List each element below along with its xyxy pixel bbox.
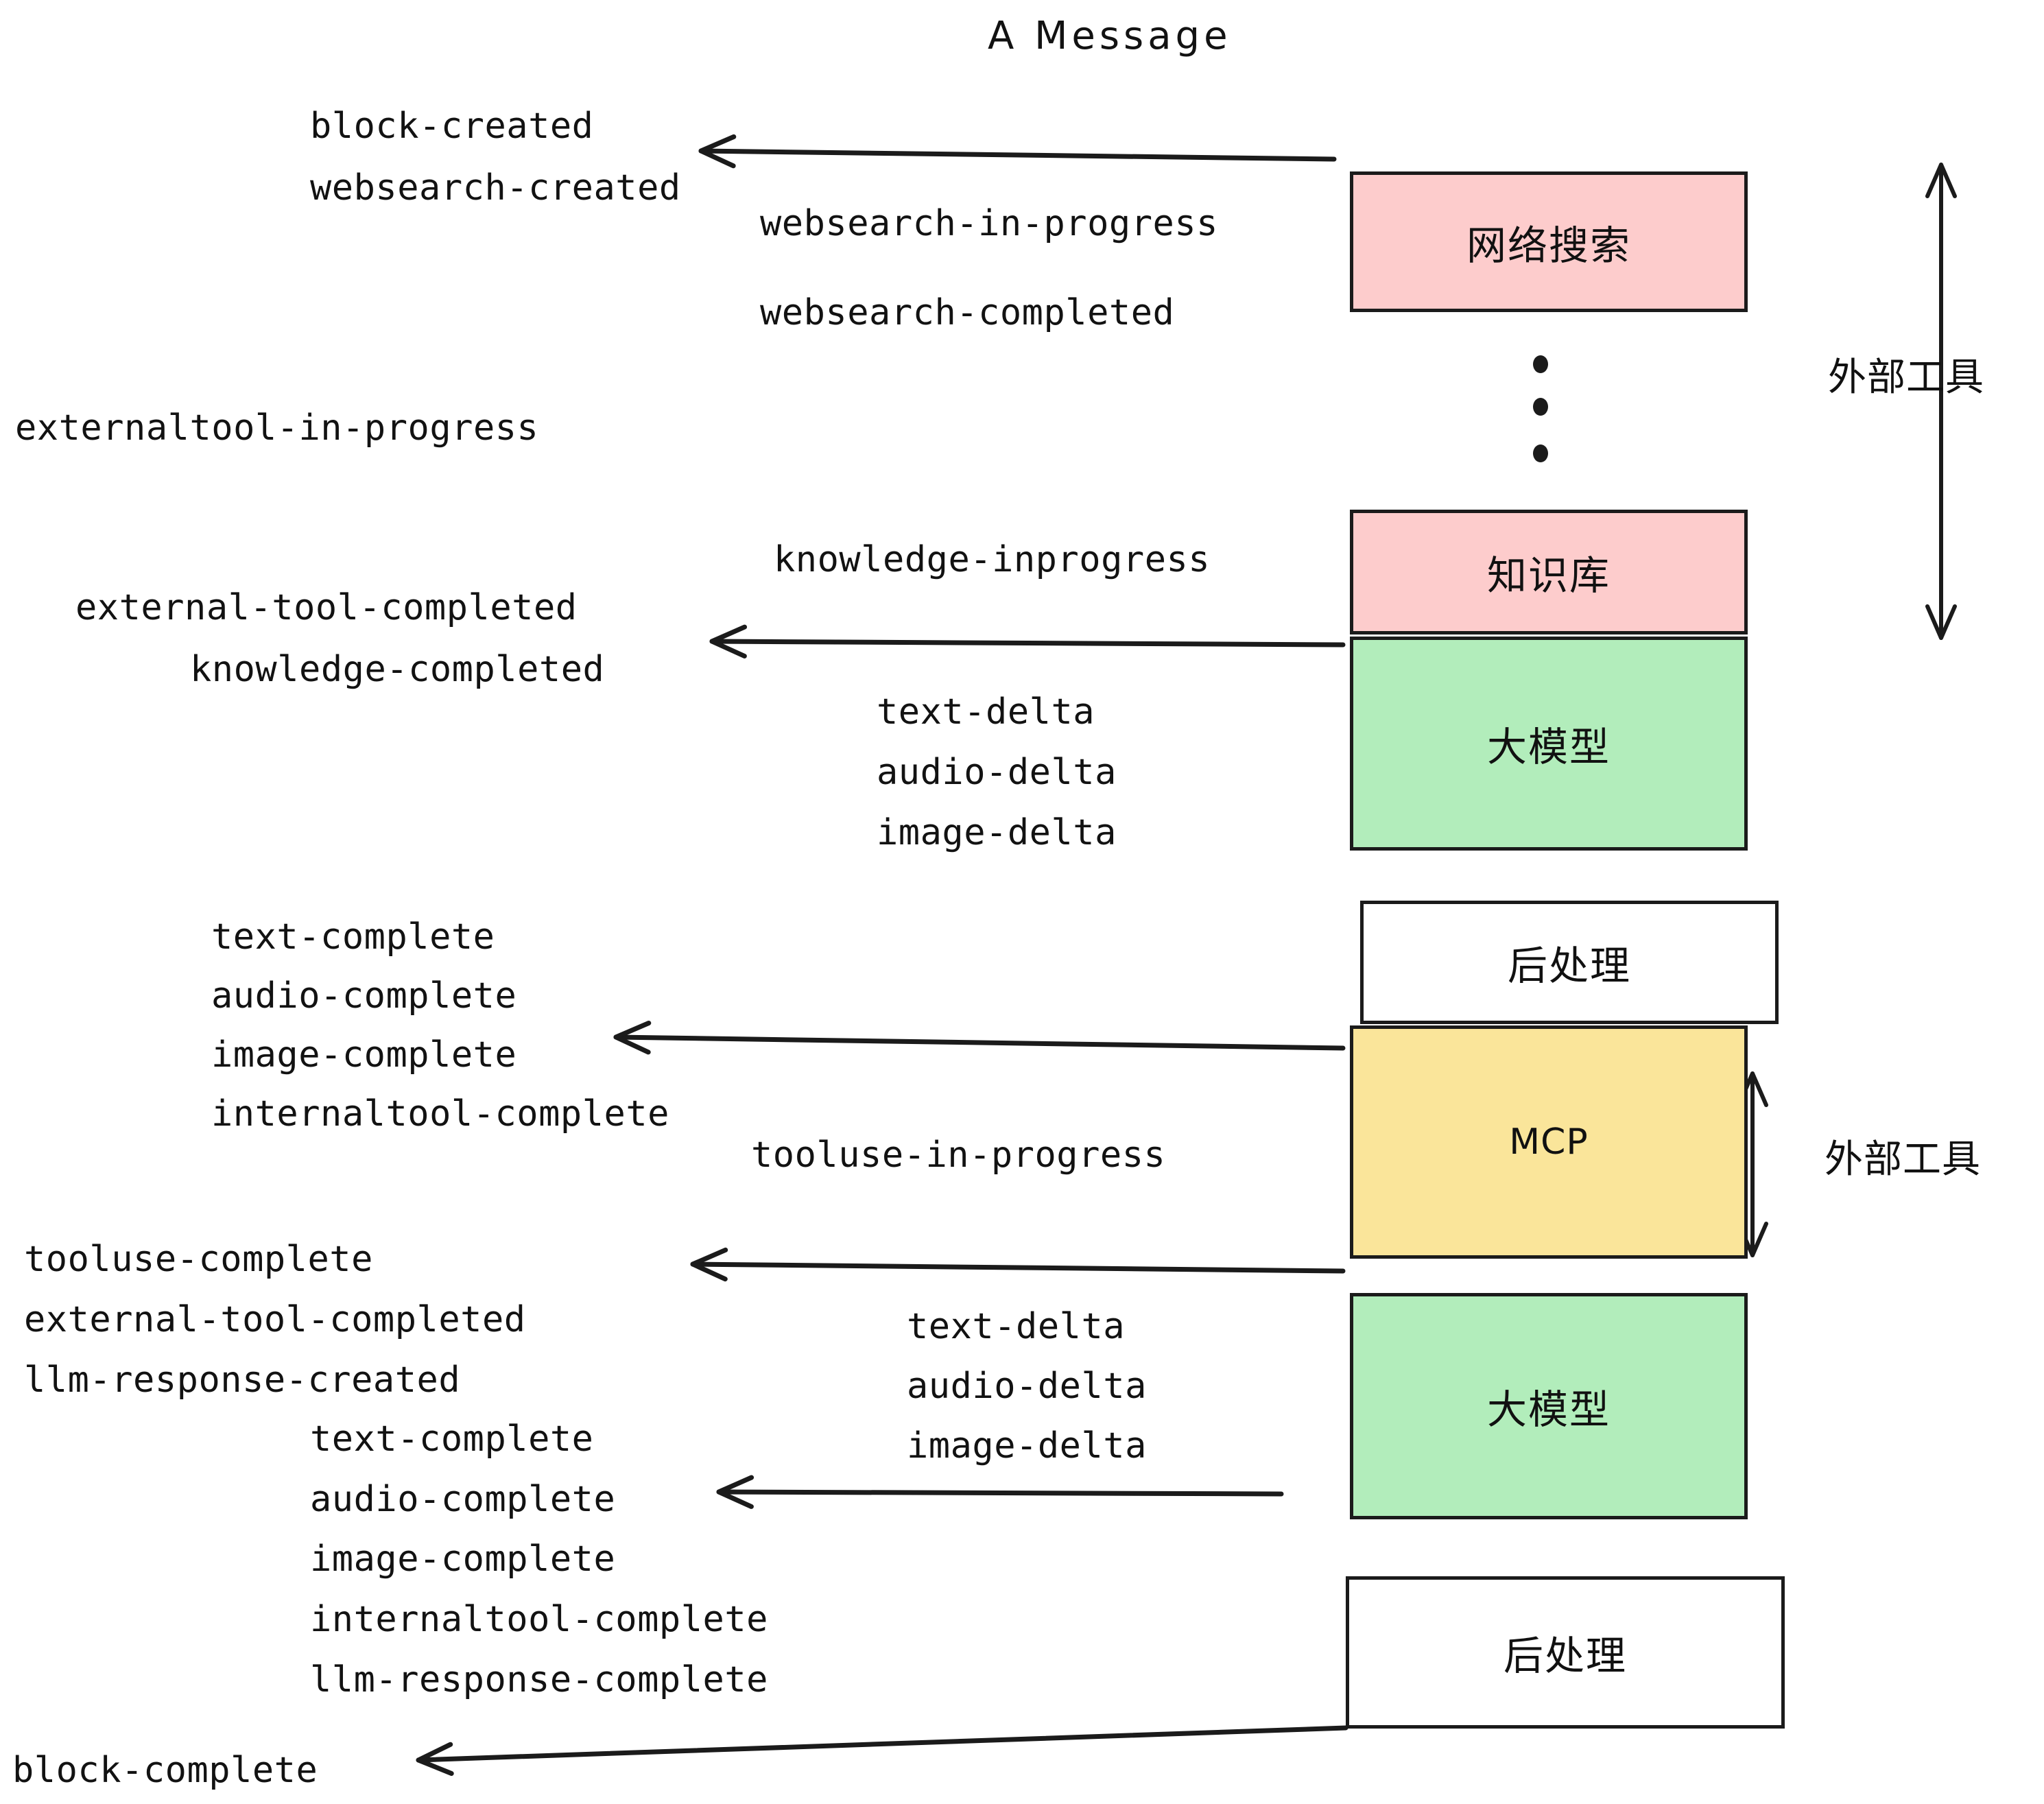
node-box-label: 后处理 bbox=[1507, 942, 1631, 989]
event-label: block-created bbox=[310, 106, 594, 147]
node-box-llm-bottom: 大模型 bbox=[1350, 1293, 1748, 1519]
side-label-external-tools-bottom: 外部工具 bbox=[1825, 1137, 1981, 1182]
event-label: image-delta bbox=[907, 1425, 1147, 1467]
event-label: internaltool-complete bbox=[310, 1599, 768, 1640]
event-label: audio-complete bbox=[211, 975, 517, 1017]
event-label: knowledge-completed bbox=[190, 649, 605, 690]
side-label-external-tools-top: 外部工具 bbox=[1828, 355, 1984, 400]
node-box-post-bottom: 后处理 bbox=[1346, 1576, 1785, 1729]
node-box-post-top: 后处理 bbox=[1360, 901, 1779, 1024]
node-box-label: 大模型 bbox=[1486, 1386, 1611, 1433]
event-label: text-complete bbox=[211, 916, 495, 958]
event-label: image-complete bbox=[310, 1539, 616, 1580]
event-label: text-delta bbox=[877, 691, 1095, 733]
ellipsis-dot-1 bbox=[1533, 355, 1548, 373]
event-label: audio-delta bbox=[877, 752, 1117, 793]
event-label: websearch-in-progress bbox=[760, 203, 1218, 244]
block-created-arrow bbox=[698, 134, 1337, 169]
event-label: llm-response-complete bbox=[310, 1659, 768, 1700]
event-label: websearch-created bbox=[310, 167, 681, 209]
event-label: internaltool-complete bbox=[211, 1093, 669, 1135]
node-box-label: MCP bbox=[1509, 1121, 1589, 1163]
event-label: tooluse-complete bbox=[24, 1239, 373, 1280]
node-box-llm-top: 大模型 bbox=[1350, 637, 1748, 851]
event-label: audio-complete bbox=[310, 1479, 616, 1520]
event-label: externaltool-in-progress bbox=[15, 407, 539, 449]
node-box-knowledge: 知识库 bbox=[1350, 510, 1748, 634]
event-label: websearch-completed bbox=[760, 292, 1175, 333]
page-title: A Message bbox=[988, 14, 1232, 58]
ellipsis-dot-3 bbox=[1533, 444, 1548, 462]
event-label: audio-delta bbox=[907, 1366, 1147, 1407]
image-complete-arrow bbox=[613, 1021, 1346, 1055]
knowledge-completed-arrow bbox=[709, 624, 1346, 658]
tooluse-complete-arrow bbox=[690, 1247, 1346, 1282]
audio-complete-arrow bbox=[716, 1475, 1284, 1509]
node-box-label: 知识库 bbox=[1486, 552, 1611, 599]
ellipsis-dot-2 bbox=[1533, 398, 1548, 416]
event-label: tooluse-in-progress bbox=[751, 1135, 1166, 1176]
event-label: block-complete bbox=[12, 1750, 318, 1791]
event-label: text-delta bbox=[907, 1306, 1126, 1347]
event-label: image-complete bbox=[211, 1034, 517, 1076]
event-label: external-tool-completed bbox=[24, 1299, 526, 1340]
node-box-mcp: MCP bbox=[1350, 1025, 1748, 1259]
event-label: external-tool-completed bbox=[75, 587, 578, 628]
node-box-label: 网络搜索 bbox=[1466, 222, 1631, 269]
event-label: llm-response-created bbox=[24, 1360, 461, 1401]
node-box-label: 后处理 bbox=[1503, 1633, 1627, 1679]
event-label: image-delta bbox=[877, 812, 1117, 853]
node-box-websearch: 网络搜索 bbox=[1350, 171, 1748, 312]
block-complete-arrow bbox=[416, 1725, 1348, 1776]
event-label: knowledge-inprogress bbox=[774, 539, 1211, 580]
event-label: text-complete bbox=[310, 1419, 594, 1460]
node-box-label: 大模型 bbox=[1486, 724, 1611, 770]
